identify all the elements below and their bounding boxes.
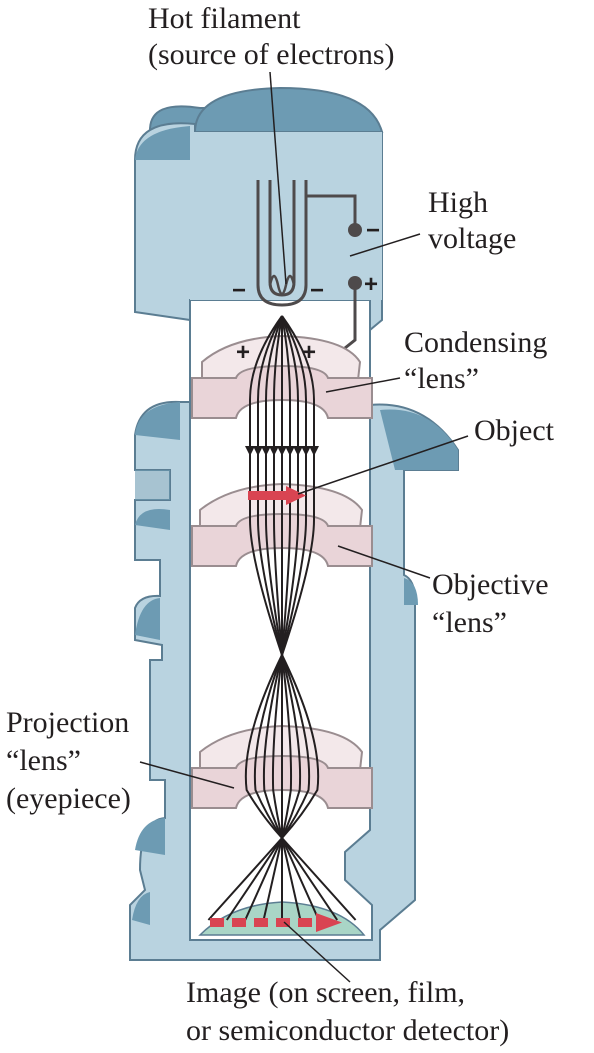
terminal-negative	[348, 223, 362, 237]
ray-projection	[253, 654, 283, 839]
cathode-outer	[256, 180, 308, 307]
label-condensing: Condensing	[404, 326, 547, 359]
label-condensing-lens: “lens”	[404, 362, 479, 395]
ray-upper	[281, 315, 303, 456]
label-objective: Objective	[432, 568, 549, 601]
label-eyepiece: (eyepiece)	[6, 782, 131, 815]
flange-left-4	[135, 598, 160, 640]
label-hot-filament: Hot filament	[148, 2, 301, 35]
ray-screen	[207, 837, 283, 921]
gun-chamber	[190, 132, 382, 300]
sign-filament-minus-left: −	[232, 277, 246, 304]
ray-screen	[281, 837, 339, 921]
flange-left-6	[132, 892, 150, 925]
leader-filament	[269, 71, 287, 285]
ray-objective	[249, 455, 283, 656]
label-voltage: voltage	[428, 222, 516, 255]
ray-projection	[281, 654, 302, 839]
label-image: Image (on screen, film,	[186, 976, 465, 1009]
ray-upper	[281, 315, 319, 456]
label-projection-lens: “lens”	[6, 744, 81, 777]
leader-condensing	[325, 377, 401, 393]
object-arrow	[248, 486, 306, 505]
leader-object	[297, 435, 469, 495]
leader-projection	[139, 761, 235, 789]
label-high: High	[428, 186, 488, 219]
flange-left-2	[135, 470, 170, 500]
ray-projection	[281, 654, 320, 839]
ray-screen	[281, 837, 320, 921]
ray-upper	[269, 315, 283, 456]
label-source-of-electrons: (source of electrons)	[148, 38, 395, 71]
ray-upper	[281, 315, 311, 456]
label-image-detector: or semiconductor detector)	[186, 1014, 509, 1047]
ray-objective	[281, 455, 307, 656]
sign-terminal-plus: +	[364, 271, 378, 298]
label-objective-lens: “lens”	[432, 606, 507, 639]
ray-projection	[262, 654, 283, 839]
ray-objective	[273, 455, 283, 656]
leader-image	[283, 921, 351, 983]
leader-lines	[139, 71, 469, 983]
ray-objective	[281, 455, 315, 656]
leader-objective	[337, 545, 431, 579]
ray-projection	[271, 654, 283, 839]
ray-projection	[281, 654, 311, 839]
ray-projection	[244, 654, 283, 839]
sign-filament-minus-right: −	[310, 277, 324, 304]
filament-coil	[268, 274, 296, 296]
ray-screen	[262, 837, 283, 921]
flange-right-2	[404, 578, 418, 605]
electron-gun	[256, 180, 357, 354]
flange-left-5	[135, 818, 165, 855]
flange-left-1	[135, 402, 180, 440]
ray-upper	[281, 315, 295, 456]
ray-screen	[281, 837, 302, 921]
flange-left-3	[135, 509, 170, 530]
ray-upper	[261, 315, 283, 456]
ray-screen	[225, 837, 283, 921]
label-projection: Projection	[6, 706, 129, 739]
ray-objective	[281, 455, 299, 656]
image-arrow	[210, 913, 342, 932]
leader-voltage	[349, 233, 421, 257]
ray-objective	[265, 455, 283, 656]
wire-negative	[306, 194, 357, 228]
ray-upper	[245, 315, 283, 456]
top-cap-right	[193, 86, 384, 133]
terminal-positive	[348, 276, 362, 290]
label-object: Object	[474, 414, 555, 447]
ray-projection	[281, 654, 293, 839]
sign-terminal-minus: −	[366, 217, 380, 244]
flange-right-1	[380, 409, 458, 470]
ray-screen	[281, 837, 357, 921]
ray-upper	[253, 315, 283, 456]
ray-objective	[281, 455, 291, 656]
ray-screen	[244, 837, 283, 921]
electron-rays	[207, 315, 357, 921]
sign-lens-plus-left: +	[236, 339, 250, 366]
flange-left-7	[135, 126, 190, 160]
ray-objective	[257, 455, 283, 656]
